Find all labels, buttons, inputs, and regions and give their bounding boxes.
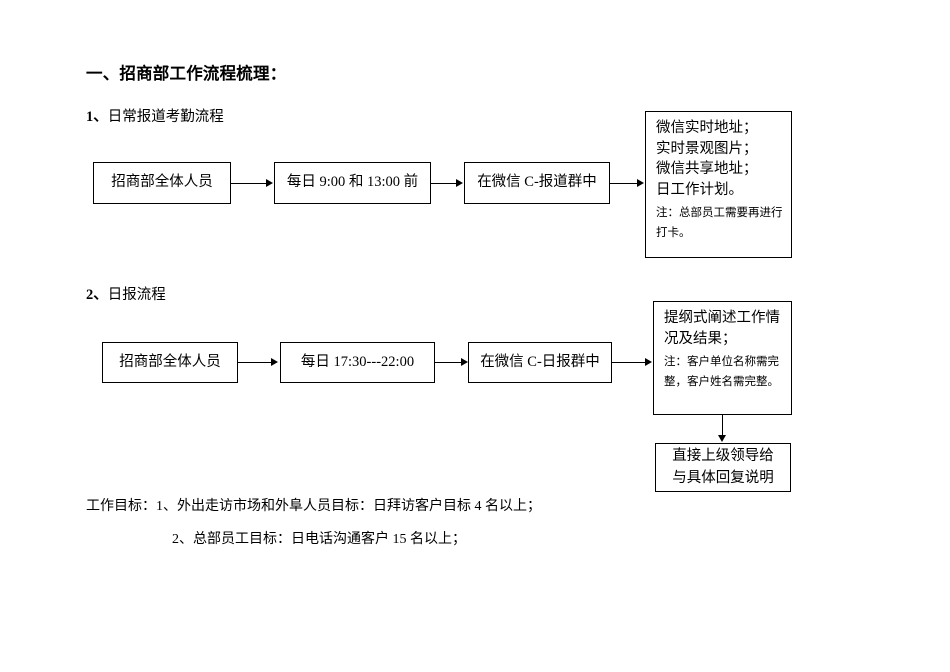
flow-box-s1-content-main: 微信实时地址； 实时景观图片； 微信共享地址； 日工作计划。 <box>656 118 758 200</box>
connector-s1-2 <box>431 183 457 184</box>
section-1-heading: 1、日常报道考勤流程 <box>86 105 224 126</box>
connector-s1-3 <box>610 183 638 184</box>
s2-note-line-2: 整，客户姓名需完整。 <box>664 375 779 388</box>
flow-box-s2-reply: 直接上级领导给 与具体回复说明 <box>655 443 791 492</box>
flow-box-s1-content-note: 注：总部员工需要再进行 打卡。 <box>656 204 783 244</box>
arrow-s2-1-icon <box>271 357 278 366</box>
flow-box-s2-content-note: 注：客户单位名称需完 整，客户姓名需完整。 <box>664 353 779 393</box>
section-2-number: 2、 <box>86 287 108 303</box>
flow-box-s2-content: 提纲式阐述工作情 况及结果； 注：客户单位名称需完 整，客户姓名需完整。 <box>653 301 792 415</box>
flow-box-s1-participants: 招商部全体人员 <box>93 162 231 204</box>
s2-reply-line-2: 与具体回复说明 <box>672 469 774 486</box>
s2-content-line-2: 况及结果； <box>664 330 737 347</box>
connector-s2-2 <box>435 362 462 363</box>
section-2-heading: 2、日报流程 <box>86 283 166 304</box>
page-title: 一、招商部工作流程梳理： <box>86 64 287 83</box>
s2-reply-line-1: 直接上级领导给 <box>672 448 774 465</box>
flow-box-s1-content: 微信实时地址； 实时景观图片； 微信共享地址； 日工作计划。 注：总部员工需要再… <box>645 111 792 258</box>
arrow-s1-2-icon <box>456 178 463 187</box>
flow-box-s2-channel: 在微信 C-日报群中 <box>468 342 612 383</box>
flow-box-s2-content-main: 提纲式阐述工作情 况及结果； <box>664 308 780 349</box>
arrow-s1-1-icon <box>266 178 273 187</box>
work-goal-line-1: 工作目标：1、外出走访市场和外阜人员目标：日拜访客户目标 4 名以上； <box>86 499 541 514</box>
flow-box-s2-participants: 招商部全体人员 <box>102 342 238 383</box>
section-1-number: 1、 <box>86 109 108 125</box>
flow-box-s1-time: 每日 9:00 和 13:00 前 <box>274 162 431 204</box>
connector-s2-4 <box>722 415 723 436</box>
connector-s1-1 <box>231 183 267 184</box>
s1-content-line-1: 微信实时地址； <box>656 120 758 136</box>
arrow-s2-3-icon <box>645 357 652 366</box>
s1-note-line-2: 打卡。 <box>656 227 691 240</box>
flow-box-s2-time: 每日 17:30---22:00 <box>280 342 435 383</box>
s2-content-line-1: 提纲式阐述工作情 <box>664 310 780 326</box>
connector-s2-3 <box>612 362 646 363</box>
arrow-s2-2-icon <box>461 357 468 366</box>
s1-content-line-3: 微信共享地址； <box>656 161 758 178</box>
s1-content-line-2: 实时景观图片； <box>656 140 758 157</box>
arrow-s1-3-icon <box>637 178 644 187</box>
connector-s2-1 <box>238 362 272 363</box>
s1-note-line-1: 注：总部员工需要再进行 <box>656 207 783 220</box>
flow-box-s1-channel: 在微信 C-报道群中 <box>464 162 610 204</box>
arrow-s2-4-icon <box>717 435 726 442</box>
work-goal-line-2: 2、总部员工目标：日电话沟通客户 15 名以上； <box>172 532 466 547</box>
section-1-label: 日常报道考勤流程 <box>107 109 224 125</box>
section-2-label: 日报流程 <box>107 287 166 303</box>
s2-note-line-1: 注：客户单位名称需完 <box>664 356 779 369</box>
s1-content-line-4: 日工作计划。 <box>656 181 743 198</box>
